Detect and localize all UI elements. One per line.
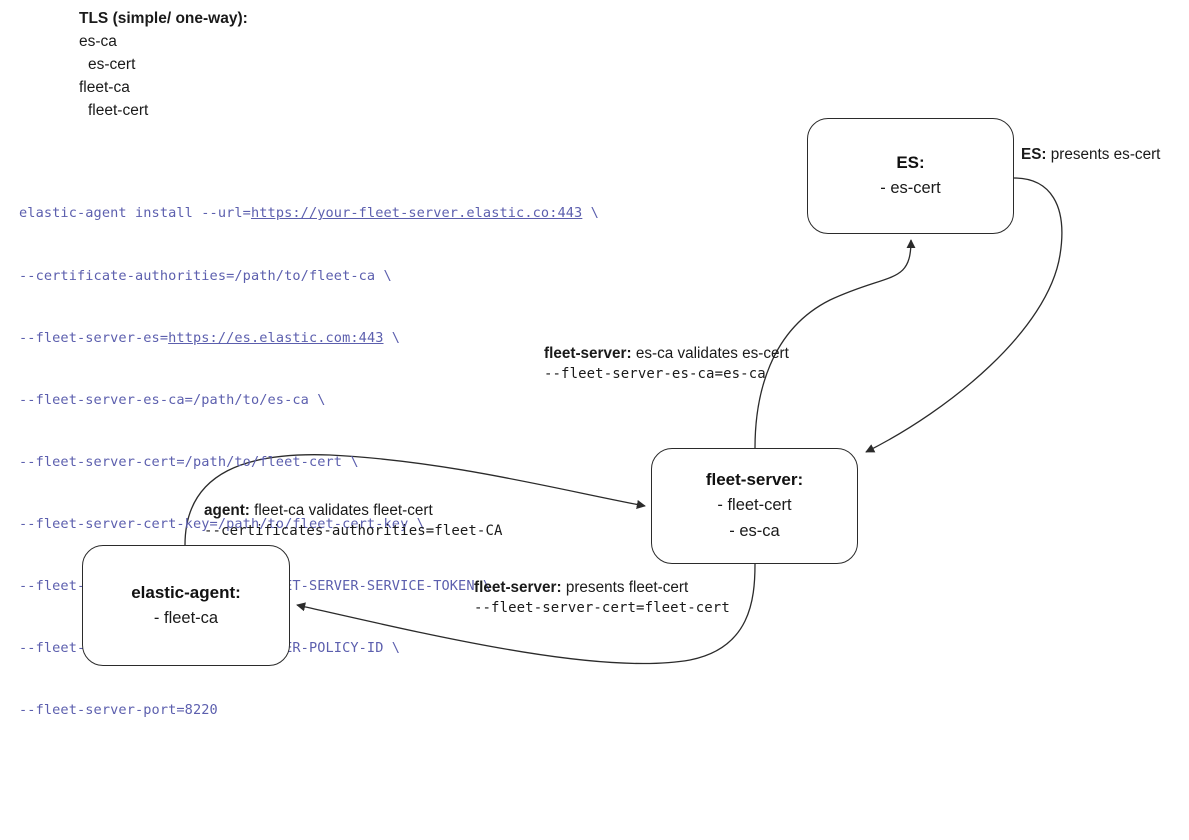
- edge-label-agent-validates: agent: fleet-ca validates fleet-cert --c…: [204, 500, 503, 542]
- legend-item: fleet-cert: [88, 102, 149, 119]
- node-elastic-agent[interactable]: elastic-agent: - fleet-ca: [82, 545, 290, 666]
- command-line: elastic-agent install --url=https://your…: [19, 203, 599, 224]
- edge-agent-to-fleetserver: [184, 454, 646, 546]
- edge-label-actor: fleet-server:: [474, 579, 562, 596]
- command-url[interactable]: https://your-fleet-server.elastic.co:443: [250, 205, 583, 222]
- node-fleet-server-line: - es-ca: [729, 522, 780, 540]
- edge-label-desc: fleet-ca validates fleet-cert: [249, 502, 433, 519]
- node-fleet-server[interactable]: fleet-server: - fleet-cert - es-ca: [651, 448, 858, 564]
- node-es[interactable]: ES: - es-cert: [807, 118, 1014, 234]
- node-fleet-server-line: - fleet-cert: [717, 496, 792, 514]
- node-fleet-server-title: fleet-server:: [705, 470, 804, 489]
- edge-label-es-presents: ES: presents es-cert: [1021, 144, 1160, 165]
- node-elastic-agent-line: - fleet-ca: [153, 608, 219, 627]
- edge-es-to-fleetserver: [865, 177, 1063, 453]
- edge-label-desc: presents es-cert: [1046, 146, 1161, 163]
- command-line: --fleet-server-es-ca=/path/to/es-ca \: [19, 390, 599, 411]
- command-text: --fleet-server-es=: [19, 329, 169, 346]
- command-line: --fleet-server-cert=/path/to/fleet-cert …: [19, 452, 599, 473]
- legend-item: es-ca: [79, 33, 117, 50]
- command-text: --fleet-server-port=8220: [19, 702, 218, 719]
- edge-label-desc: presents fleet-cert: [561, 579, 689, 596]
- edge-label-text: fleet-server: presents fleet-cert: [474, 577, 730, 598]
- command-line: --fleet-server-es=https://es.elastic.com…: [19, 328, 599, 349]
- edge-label-desc: es-ca validates es-cert: [631, 345, 789, 362]
- node-elastic-agent-title: elastic-agent:: [131, 582, 241, 602]
- command-line: --certificate-authorities=/path/to/fleet…: [19, 266, 599, 287]
- edge-label-actor: agent:: [204, 502, 250, 519]
- tls-legend: TLS (simple/ one-way): es-ca es-cert fle…: [79, 7, 248, 122]
- edge-label-flag: --certificates-authorities=fleet-CA: [204, 523, 503, 539]
- edge-label-flag: --fleet-server-cert=fleet-cert: [474, 600, 730, 616]
- legend-item: fleet-ca: [79, 79, 130, 96]
- node-es-title: ES:: [896, 153, 925, 172]
- command-text: \: [582, 205, 599, 222]
- edge-label-text: fleet-server: es-ca validates es-cert: [544, 343, 789, 364]
- edge-label-actor: fleet-server:: [544, 345, 632, 362]
- command-url[interactable]: https://es.elastic.com:443: [168, 329, 384, 346]
- edge-label-text: agent: fleet-ca validates fleet-cert: [204, 500, 503, 521]
- legend-title: TLS (simple/ one-way):: [79, 10, 248, 27]
- edge-label-flag: --fleet-server-es-ca=es-ca: [544, 366, 766, 382]
- edge-fleetserver-to-es: [754, 239, 916, 449]
- edge-label-fleetserver-presents: fleet-server: presents fleet-cert --flee…: [474, 577, 730, 619]
- node-es-line: - es-cert: [880, 179, 941, 197]
- command-text: --fleet-server-cert=/path/to/fleet-cert …: [19, 453, 359, 470]
- command-text: --fleet-server-es-ca=/path/to/es-ca \: [19, 391, 326, 408]
- edge-fleetserver-to-agent: [296, 563, 756, 665]
- command-text: elastic-agent install --url=: [19, 205, 251, 222]
- edge-label-text: ES: presents es-cert: [1021, 144, 1160, 165]
- legend-item: es-cert: [88, 56, 136, 73]
- command-line: --fleet-server-port=8220: [19, 700, 599, 721]
- command-text: --fleet-server-cert-key=/path/to/fleet-c…: [19, 515, 425, 532]
- command-text: \: [383, 329, 401, 346]
- command-text: --certificate-authorities=/path/to/fleet…: [19, 267, 392, 284]
- command-line: --fleet-server-cert-key=/path/to/fleet-c…: [19, 514, 599, 535]
- edge-label-fleetserver-validates: fleet-server: es-ca validates es-cert --…: [544, 343, 789, 385]
- edge-label-actor: ES:: [1021, 146, 1047, 163]
